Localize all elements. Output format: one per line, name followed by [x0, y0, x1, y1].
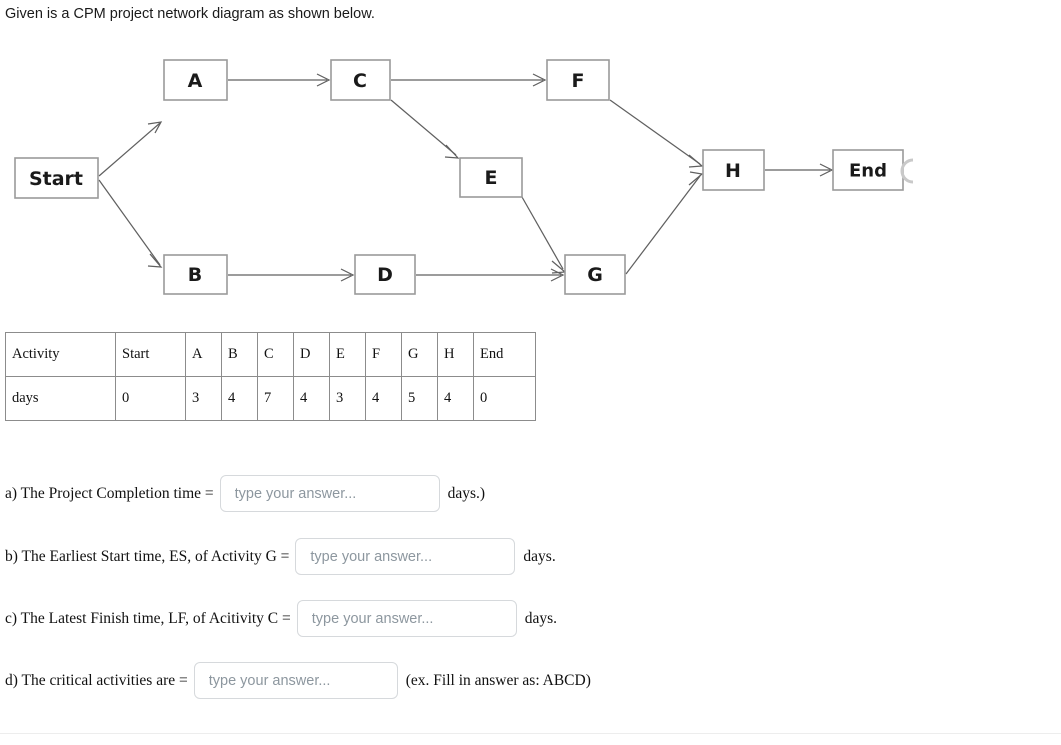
node-f: F — [546, 59, 610, 101]
node-f-label: F — [572, 70, 585, 92]
edge-c-f — [391, 73, 547, 87]
table-cell: 4 — [437, 376, 474, 421]
table-cell: E — [329, 332, 366, 377]
cpm-network-diagram: Start A C F E H — [0, 40, 1000, 315]
node-start-label: Start — [29, 168, 83, 190]
table-cell: B — [221, 332, 258, 377]
question-c-unit: days. — [524, 609, 558, 627]
table-cell: 3 — [329, 376, 366, 421]
edge-a-c — [228, 73, 331, 87]
edge-f-h — [609, 99, 704, 168]
question-d-answer-input[interactable] — [193, 662, 398, 699]
node-end-label: End — [849, 161, 887, 182]
table-row: Activity Start A B C D E F G H End — [5, 332, 536, 377]
question-c-row: c) The Latest Finish time, LF, of Acitiv… — [5, 600, 557, 637]
table-cell: 4 — [221, 376, 258, 421]
node-g: G — [564, 254, 626, 295]
question-a-answer-input[interactable] — [219, 475, 440, 512]
node-b: B — [163, 254, 228, 295]
question-a-row: a) The Project Completion time = days.) — [5, 475, 485, 512]
node-a: A — [163, 59, 228, 101]
node-d: D — [354, 254, 416, 295]
table-row-header: Activity — [5, 332, 116, 377]
question-c-answer-input[interactable] — [296, 600, 517, 637]
table-cell: 7 — [257, 376, 294, 421]
question-d-hint: (ex. Fill in answer as: ABCD) — [405, 671, 591, 689]
table-cell: D — [293, 332, 330, 377]
node-h: H — [702, 149, 765, 191]
table-cell: A — [185, 332, 222, 377]
table-cell: H — [437, 332, 474, 377]
node-e: E — [459, 157, 523, 198]
table-cell: G — [401, 332, 438, 377]
node-g-label: G — [587, 264, 603, 286]
question-b-row: b) The Earliest Start time, ES, of Activ… — [5, 538, 556, 575]
table-row-header: days — [5, 376, 116, 421]
edge-h-end — [765, 163, 834, 177]
table-row: days 0 3 4 7 4 3 4 5 4 0 — [5, 376, 536, 421]
edge-d-g — [416, 268, 565, 282]
clipped-edge-glyph — [900, 158, 914, 184]
question-b-unit: days. — [523, 547, 556, 565]
edge-start-a — [98, 121, 163, 177]
question-d-label: d) The critical activities are = — [5, 671, 188, 689]
question-d-row: d) The critical activities are = (ex. Fi… — [5, 662, 591, 699]
question-c-label: c) The Latest Finish time, LF, of Acitiv… — [5, 609, 291, 627]
node-d-label: D — [377, 264, 393, 286]
table-cell: C — [257, 332, 294, 377]
table-cell: 0 — [473, 376, 536, 421]
node-c: C — [330, 59, 391, 101]
question-b-answer-input[interactable] — [295, 538, 516, 575]
edge-e-g — [521, 196, 567, 274]
node-e-label: E — [485, 167, 498, 189]
question-a-label: a) The Project Completion time = — [5, 484, 214, 502]
node-end: End — [832, 149, 904, 191]
node-a-label: A — [188, 70, 203, 92]
table-cell: 4 — [365, 376, 402, 421]
table-cell: F — [365, 332, 402, 377]
edge-start-b — [98, 179, 163, 268]
table-cell: 4 — [293, 376, 330, 421]
activity-days-table: Activity Start A B C D E F G H End days … — [5, 332, 536, 421]
question-a-unit: days.) — [447, 484, 486, 502]
table-cell: 5 — [401, 376, 438, 421]
table-cell: 3 — [185, 376, 222, 421]
node-b-label: B — [188, 264, 202, 286]
question-b-label: b) The Earliest Start time, ES, of Activ… — [5, 547, 290, 565]
page-title: Given is a CPM project network diagram a… — [5, 6, 375, 22]
bottom-divider — [0, 733, 1061, 734]
edge-b-d — [228, 268, 355, 282]
edge-c-e — [390, 99, 460, 159]
table-cell: End — [473, 332, 536, 377]
node-start: Start — [14, 157, 99, 199]
table-cell: Start — [115, 332, 186, 377]
edge-g-h — [625, 171, 704, 275]
node-h-label: H — [725, 160, 741, 182]
table-cell: 0 — [115, 376, 186, 421]
node-c-label: C — [353, 70, 367, 92]
